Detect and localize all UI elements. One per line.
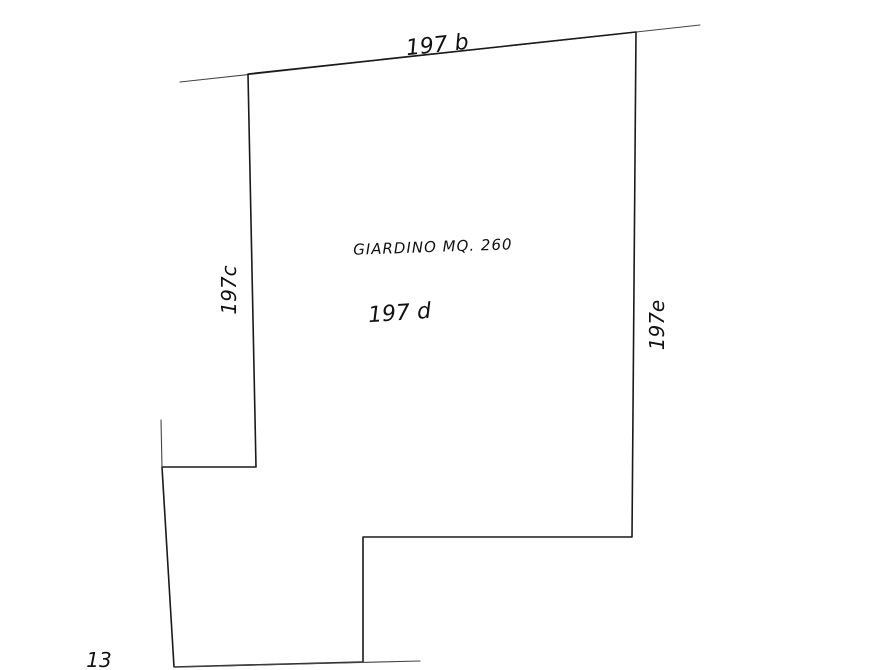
- parcel-left-label: 197c: [217, 265, 241, 314]
- parcel-top-label: 197 b: [405, 30, 470, 61]
- parcel-center-label: 197 d: [367, 299, 433, 328]
- plot-outline: [161, 31, 637, 668]
- bottom-boundary-line: [173, 660, 421, 668]
- parcel-bottom-left-label: 13: [86, 648, 111, 670]
- corner-stub-line: [160, 419, 163, 468]
- garden-area-label: GIARDINO MQ. 260: [353, 235, 513, 259]
- parcel-right-label: 197e: [645, 300, 669, 350]
